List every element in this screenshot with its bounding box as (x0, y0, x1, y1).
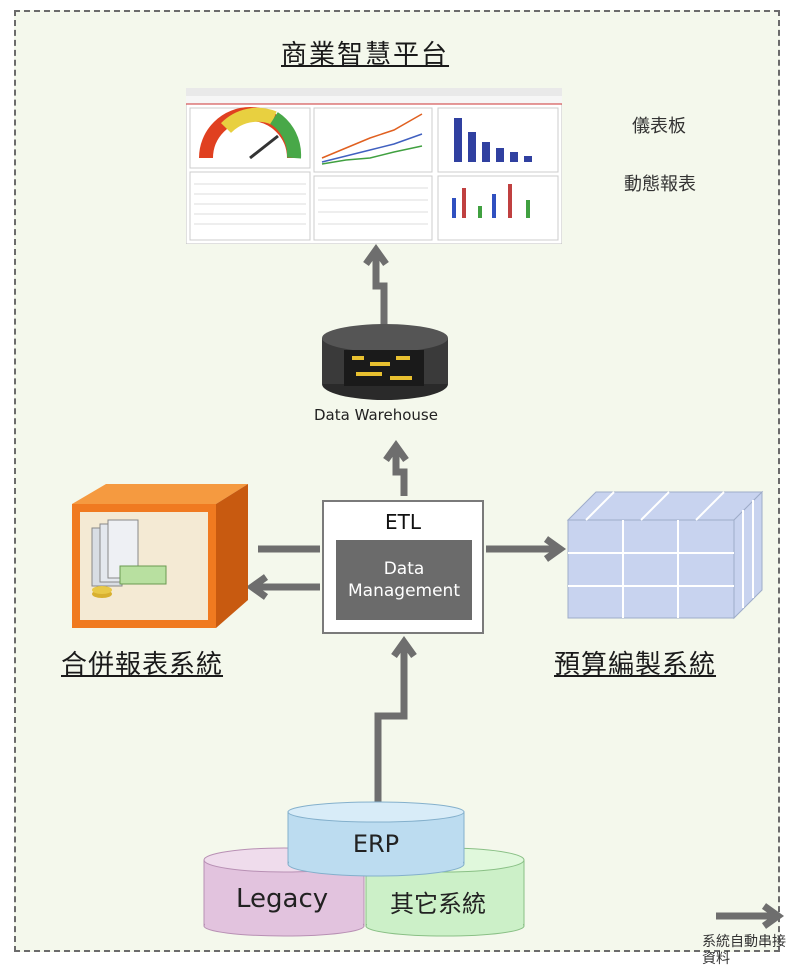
budget-system-label: 預算編製系統 (554, 650, 717, 680)
dynamic-report-label: 動態報表 (624, 174, 696, 195)
etl-title: ETL (385, 510, 421, 534)
erp-label: ERP (352, 830, 400, 858)
etl-box: ETL Data Management (322, 500, 484, 634)
consolidation-system-label: 合併報表系統 (61, 650, 224, 680)
data-management-box: Data Management (336, 540, 472, 620)
arrow-erp-to-etl (374, 644, 408, 806)
legend-text-line2: 資料 (702, 951, 730, 967)
report-box-icon (72, 484, 248, 628)
olap-cube-icon (566, 490, 764, 620)
legend-text-line1: 系統自動串接 (702, 934, 786, 950)
dashboard-label: 儀表板 (632, 116, 686, 137)
data-management-line1: Data (383, 559, 425, 579)
arrow-dw-to-dashboard (372, 252, 388, 326)
dashboard-screenshot-icon (186, 88, 562, 244)
erp-cylinder (287, 801, 465, 877)
page-title: 商業智慧平台 (281, 40, 450, 70)
other-systems-label: 其它系統 (390, 890, 486, 918)
arrow-etl-to-dw (392, 448, 408, 496)
legacy-label: Legacy (236, 884, 329, 914)
data-management-line2: Management (348, 581, 460, 601)
source-databases (203, 801, 525, 937)
data-warehouse-label: Data Warehouse (314, 406, 438, 424)
database-icon (322, 324, 448, 400)
